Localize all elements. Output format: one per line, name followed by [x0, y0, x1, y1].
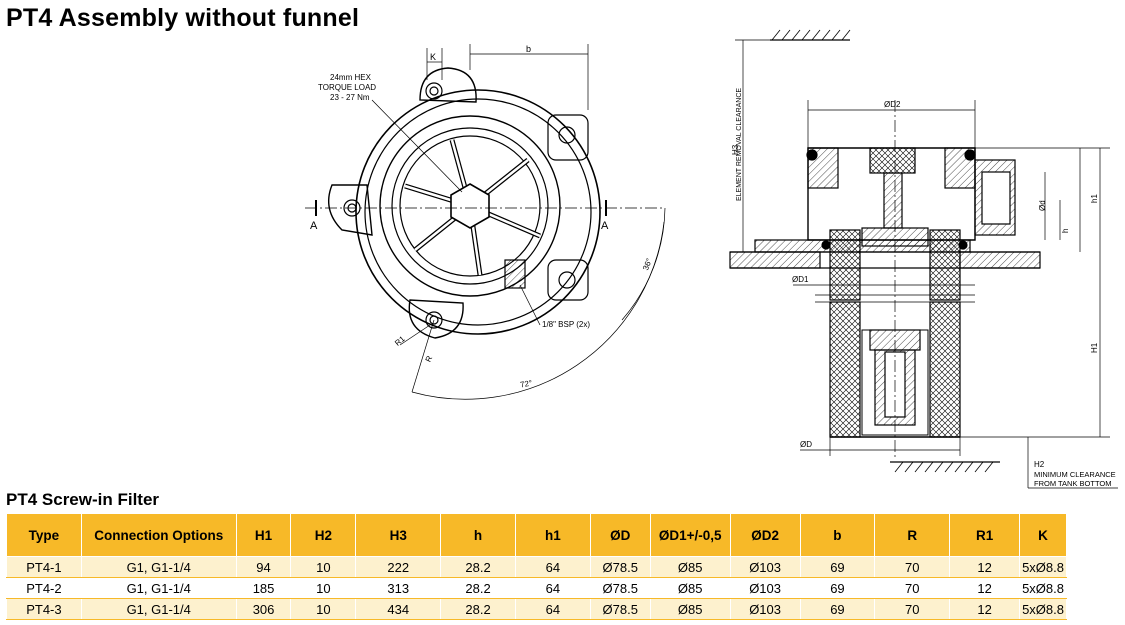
col-connection: Connection Options — [80, 513, 237, 557]
label-h2: H2 — [1034, 460, 1045, 469]
cell: 306 — [235, 598, 292, 620]
label-b: b — [526, 44, 531, 54]
cell: 10 — [290, 577, 357, 599]
cell: 5xØ8.8 — [1019, 598, 1067, 620]
label-d: ØD — [800, 440, 812, 449]
col-h2: H2 — [290, 513, 357, 557]
label-od-small: Ød — [1038, 200, 1047, 211]
cell: 10 — [290, 598, 357, 620]
table-row: PT4-2 G1, G1-1/4 185 10 313 28.2 64 Ø78.… — [6, 577, 1067, 599]
cell: 222 — [355, 556, 442, 578]
label-h1-small: h1 — [1090, 194, 1099, 203]
cell: 70 — [874, 577, 951, 599]
table-row: PT4-3 G1, G1-1/4 306 10 434 28.2 64 Ø78.… — [6, 598, 1067, 620]
label-min-clear-1: MINIMUM CLEARANCE — [1034, 470, 1116, 479]
label-r: R — [424, 354, 435, 363]
label-k: K — [430, 52, 436, 62]
table-row: PT4-1 G1, G1-1/4 94 10 222 28.2 64 Ø78.5… — [6, 556, 1067, 578]
cell: G1, G1-1/4 — [80, 577, 237, 599]
cell: Ø85 — [649, 577, 731, 599]
cell: 10 — [290, 556, 357, 578]
cell: 64 — [514, 577, 591, 599]
col-type: Type — [6, 513, 82, 557]
cell: 28.2 — [440, 556, 516, 578]
section-view — [729, 29, 1118, 489]
cell: G1, G1-1/4 — [80, 598, 237, 620]
section-subtitle: PT4 Screw-in Filter — [6, 490, 160, 509]
col-h: h — [440, 513, 516, 557]
label-hex-2: TORQUE LOAD — [318, 83, 376, 92]
col-r1: R1 — [949, 513, 1021, 557]
cell: 12 — [949, 577, 1021, 599]
cell: 70 — [874, 556, 951, 578]
cell: 185 — [235, 577, 292, 599]
cell: PT4-2 — [6, 577, 82, 599]
cell: 94 — [235, 556, 292, 578]
label-hex-3: 23 - 27 Nm — [330, 93, 370, 102]
cell: 5xØ8.8 — [1019, 577, 1067, 599]
col-k: K — [1019, 513, 1067, 557]
label-h-small: h — [1061, 229, 1070, 233]
label-min-clear-2: FROM TANK BOTTOM — [1034, 479, 1112, 488]
cell: Ø85 — [649, 556, 731, 578]
cell: Ø103 — [729, 598, 801, 620]
cell: 64 — [514, 556, 591, 578]
cell: 69 — [799, 577, 876, 599]
label-angle-36: 36° — [641, 257, 654, 271]
cell: PT4-3 — [6, 598, 82, 620]
label-hex-1: 24mm HEX — [330, 73, 372, 82]
col-b: b — [799, 513, 876, 557]
label-angle-72: 72° — [519, 378, 532, 389]
label-section-a-left: A — [310, 220, 318, 232]
col-od1: ØD1+/-0,5 — [649, 513, 731, 557]
technical-drawing: K b 24mm HEX TORQUE LOAD 23 - 27 Nm A A … — [305, 29, 1118, 489]
page-title: PT4 Assembly without funnel — [6, 4, 360, 32]
label-section-a-right: A — [601, 220, 609, 232]
cell: Ø78.5 — [589, 556, 651, 578]
cell: 12 — [949, 598, 1021, 620]
cell: 434 — [355, 598, 442, 620]
cell: 69 — [799, 556, 876, 578]
label-h1: H1 — [1090, 342, 1099, 353]
cell: 69 — [799, 598, 876, 620]
cell: Ø103 — [729, 577, 801, 599]
cell: 5xØ8.8 — [1019, 556, 1067, 578]
label-element-removal: ELEMENT REMOVAL CLEARANCE — [736, 88, 743, 201]
col-od: ØD — [589, 513, 651, 557]
top-view — [305, 44, 666, 400]
label-r1: R1 — [393, 334, 407, 348]
col-h3: H3 — [355, 513, 442, 557]
col-od2: ØD2 — [729, 513, 801, 557]
cell: 28.2 — [440, 577, 516, 599]
cell: Ø85 — [649, 598, 731, 620]
cell: 28.2 — [440, 598, 516, 620]
cell: G1, G1-1/4 — [80, 556, 237, 578]
cell: PT4-1 — [6, 556, 82, 578]
label-h3: H3 — [731, 144, 740, 155]
cell: Ø78.5 — [589, 598, 651, 620]
label-d2: ØD2 — [884, 100, 901, 109]
table-header-row: Type Connection Options H1 H2 H3 h h1 ØD… — [6, 513, 1067, 557]
cell: Ø78.5 — [589, 577, 651, 599]
col-r: R — [874, 513, 951, 557]
col-h1-small: h1 — [514, 513, 591, 557]
cell: 70 — [874, 598, 951, 620]
cell: 64 — [514, 598, 591, 620]
label-bsp: 1/8" BSP (2x) — [542, 320, 590, 329]
cell: 12 — [949, 556, 1021, 578]
cell: 313 — [355, 577, 442, 599]
label-d1: ØD1 — [792, 275, 809, 284]
cell: Ø103 — [729, 556, 801, 578]
col-h1: H1 — [235, 513, 292, 557]
spec-table: Type Connection Options H1 H2 H3 h h1 ØD… — [6, 513, 1067, 620]
